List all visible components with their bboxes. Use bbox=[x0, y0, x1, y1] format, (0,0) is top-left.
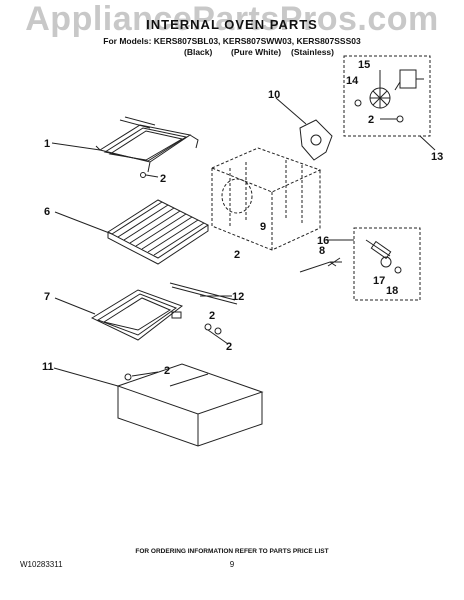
callout-14: 14 bbox=[346, 75, 359, 87]
callout-2-cavity-screw: 2 bbox=[234, 249, 240, 261]
callout-8: 8 bbox=[319, 245, 325, 257]
callout-10: 10 bbox=[268, 89, 280, 101]
callout-11: 11 bbox=[42, 361, 54, 373]
oven-bottom-part bbox=[53, 363, 264, 447]
document-number: W10283311 bbox=[20, 560, 63, 569]
callout-2-bake-nut: 2 bbox=[226, 341, 232, 353]
callout-18: 18 bbox=[386, 285, 398, 297]
callout-15: 15 bbox=[358, 59, 370, 71]
callout-7: 7 bbox=[44, 291, 50, 303]
watermark-text: AppliancePartsPros.com bbox=[25, 0, 439, 38]
variant-pure-white: (Pure White) bbox=[231, 47, 282, 57]
callout-6: 6 bbox=[44, 206, 50, 218]
page-title: INTERNAL OVEN PARTS bbox=[146, 17, 318, 32]
broil-element-part bbox=[51, 116, 199, 178]
convection-motor-box bbox=[343, 55, 436, 151]
callout-2-broil-screw: 2 bbox=[160, 173, 166, 185]
sensor-assembly-part bbox=[299, 227, 421, 301]
variant-stainless: (Stainless) bbox=[291, 47, 334, 57]
callout-2-bake-screw: 2 bbox=[209, 310, 215, 322]
callout-1: 1 bbox=[44, 138, 50, 150]
callout-2-bottom-screw: 2 bbox=[164, 365, 170, 377]
oven-cavity-part bbox=[210, 147, 322, 251]
oven-rack-part bbox=[54, 199, 209, 265]
callout-9: 9 bbox=[260, 221, 266, 233]
callout-17: 17 bbox=[373, 275, 385, 287]
ordering-note: FOR ORDERING INFORMATION REFER TO PARTS … bbox=[135, 548, 329, 555]
page-number: 9 bbox=[229, 560, 235, 569]
callout-12: 12 bbox=[232, 291, 244, 303]
callout-16: 16 bbox=[317, 235, 329, 247]
variant-black: (Black) bbox=[184, 47, 213, 57]
models-line: For Models: KERS807SBL03, KERS807SWW03, … bbox=[103, 36, 361, 46]
convection-fan-cover-part bbox=[275, 97, 333, 161]
callout-13: 13 bbox=[431, 151, 443, 163]
bake-element-part bbox=[54, 282, 238, 345]
callout-2-motor-screw: 2 bbox=[368, 114, 374, 126]
